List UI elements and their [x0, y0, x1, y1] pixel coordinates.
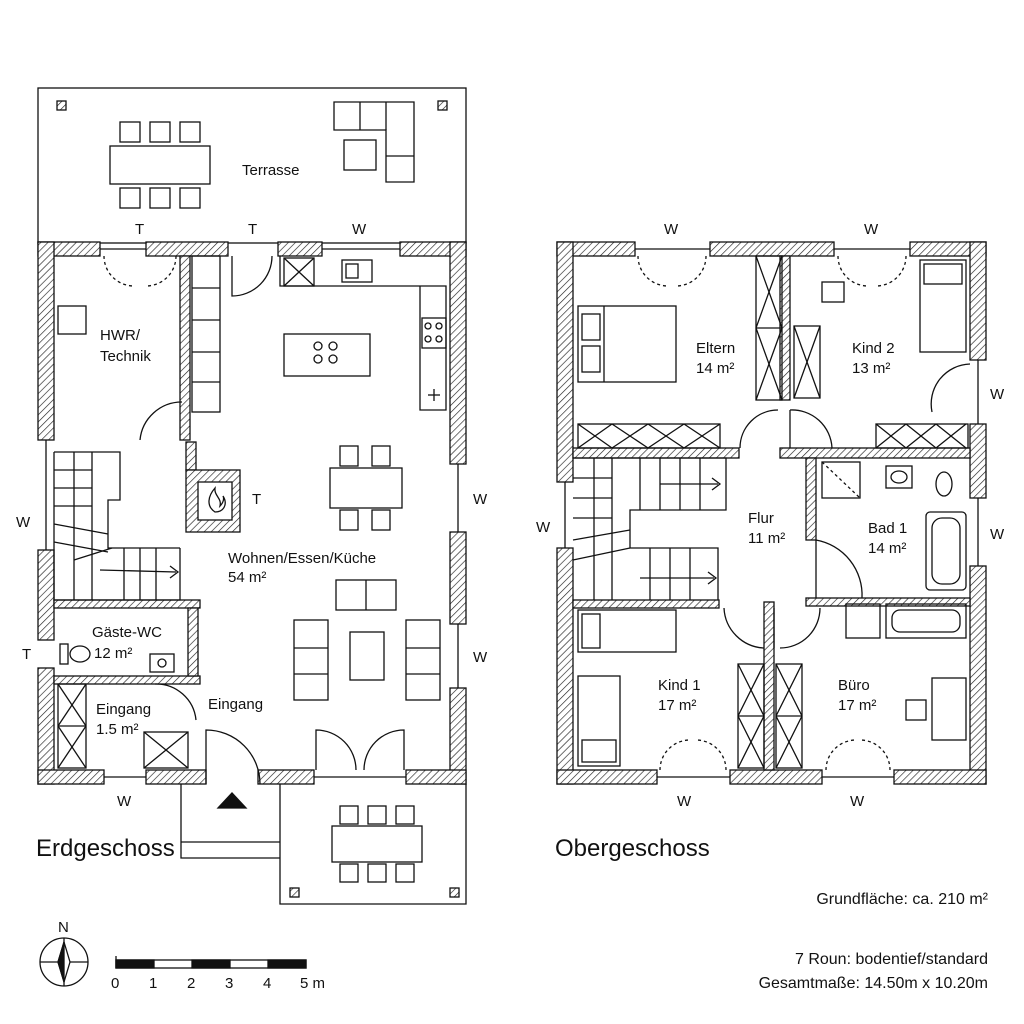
eltern-area: 14 m²: [696, 360, 734, 377]
window-mark: W: [864, 221, 879, 238]
upper-floor-title: Obergeschoss: [555, 835, 710, 862]
window-mark: W: [352, 221, 367, 238]
upper-stairs: [572, 457, 727, 600]
ground-stairs: [53, 451, 181, 601]
door-mark: T: [252, 491, 261, 508]
door-mark: T: [135, 221, 144, 238]
guest-wc-label: Gäste-WC: [92, 624, 162, 641]
compass-north-label: N: [58, 919, 69, 936]
flur-label: Flur: [748, 510, 774, 527]
scale-label: 3: [225, 975, 233, 992]
window-mark: W: [16, 514, 31, 531]
window-mark: W: [117, 793, 132, 810]
scale-label: 2: [187, 975, 195, 992]
flur-area: 11 m²: [748, 530, 785, 547]
terrace-outline: [37, 87, 467, 244]
kind1-area: 17 m²: [658, 697, 696, 714]
hwr-label-line2: Technik: [100, 348, 151, 365]
hwr-label-line1: HWR/: [100, 327, 141, 344]
living-room-label: Wohnen/Essen/Küche: [228, 550, 376, 567]
door-mark: T: [22, 646, 31, 663]
terrace-label: Terrasse: [242, 162, 300, 179]
bad-area: 14 m²: [868, 540, 906, 557]
window-mark: W: [677, 793, 692, 810]
entry-room-area: 1.5 m²: [96, 721, 139, 738]
scale-label: 4: [263, 975, 271, 992]
dimensions-info: Gesamtmaße: 14.50m x 10.20m: [759, 975, 988, 992]
scale-label: 0: [111, 975, 119, 992]
upper-floor-plan: [556, 241, 987, 785]
window-mark: W: [664, 221, 679, 238]
window-mark: W: [850, 793, 865, 810]
ground-exterior-walls: [37, 241, 467, 785]
buero-label: Büro: [838, 677, 870, 694]
door-mark: T: [248, 221, 257, 238]
kind1-label: Kind 1: [658, 677, 701, 694]
scale-label: 1: [149, 975, 157, 992]
guest-wc-area: 12 m²: [94, 645, 132, 662]
window-mark: W: [473, 491, 488, 508]
ground-floor-title: Erdgeschoss: [36, 835, 175, 862]
entrance-label: Eingang: [208, 696, 263, 713]
upper-exterior-walls: [556, 241, 987, 785]
entry-room-label: Eingang: [96, 701, 151, 718]
scale-label: 5 m: [300, 975, 325, 992]
living-room-area: 54 m²: [228, 569, 266, 586]
window-mark: W: [990, 386, 1005, 403]
window-mark: W: [473, 649, 488, 666]
buero-area: 17 m²: [838, 697, 876, 714]
window-mark: W: [536, 519, 551, 536]
ground-floor-plan: [37, 87, 467, 905]
kind2-area: 13 m²: [852, 360, 890, 377]
compass-icon: [39, 937, 89, 987]
area-info: Grundfläche: ca. 210 m²: [816, 891, 988, 908]
window-mark: W: [990, 526, 1005, 543]
rooms-info: 7 Roun: bodentief/standard: [795, 951, 988, 968]
scale-bar: [115, 956, 307, 969]
kind2-label: Kind 2: [852, 340, 895, 357]
bad-label: Bad 1: [868, 520, 907, 537]
eltern-label: Eltern: [696, 340, 735, 357]
